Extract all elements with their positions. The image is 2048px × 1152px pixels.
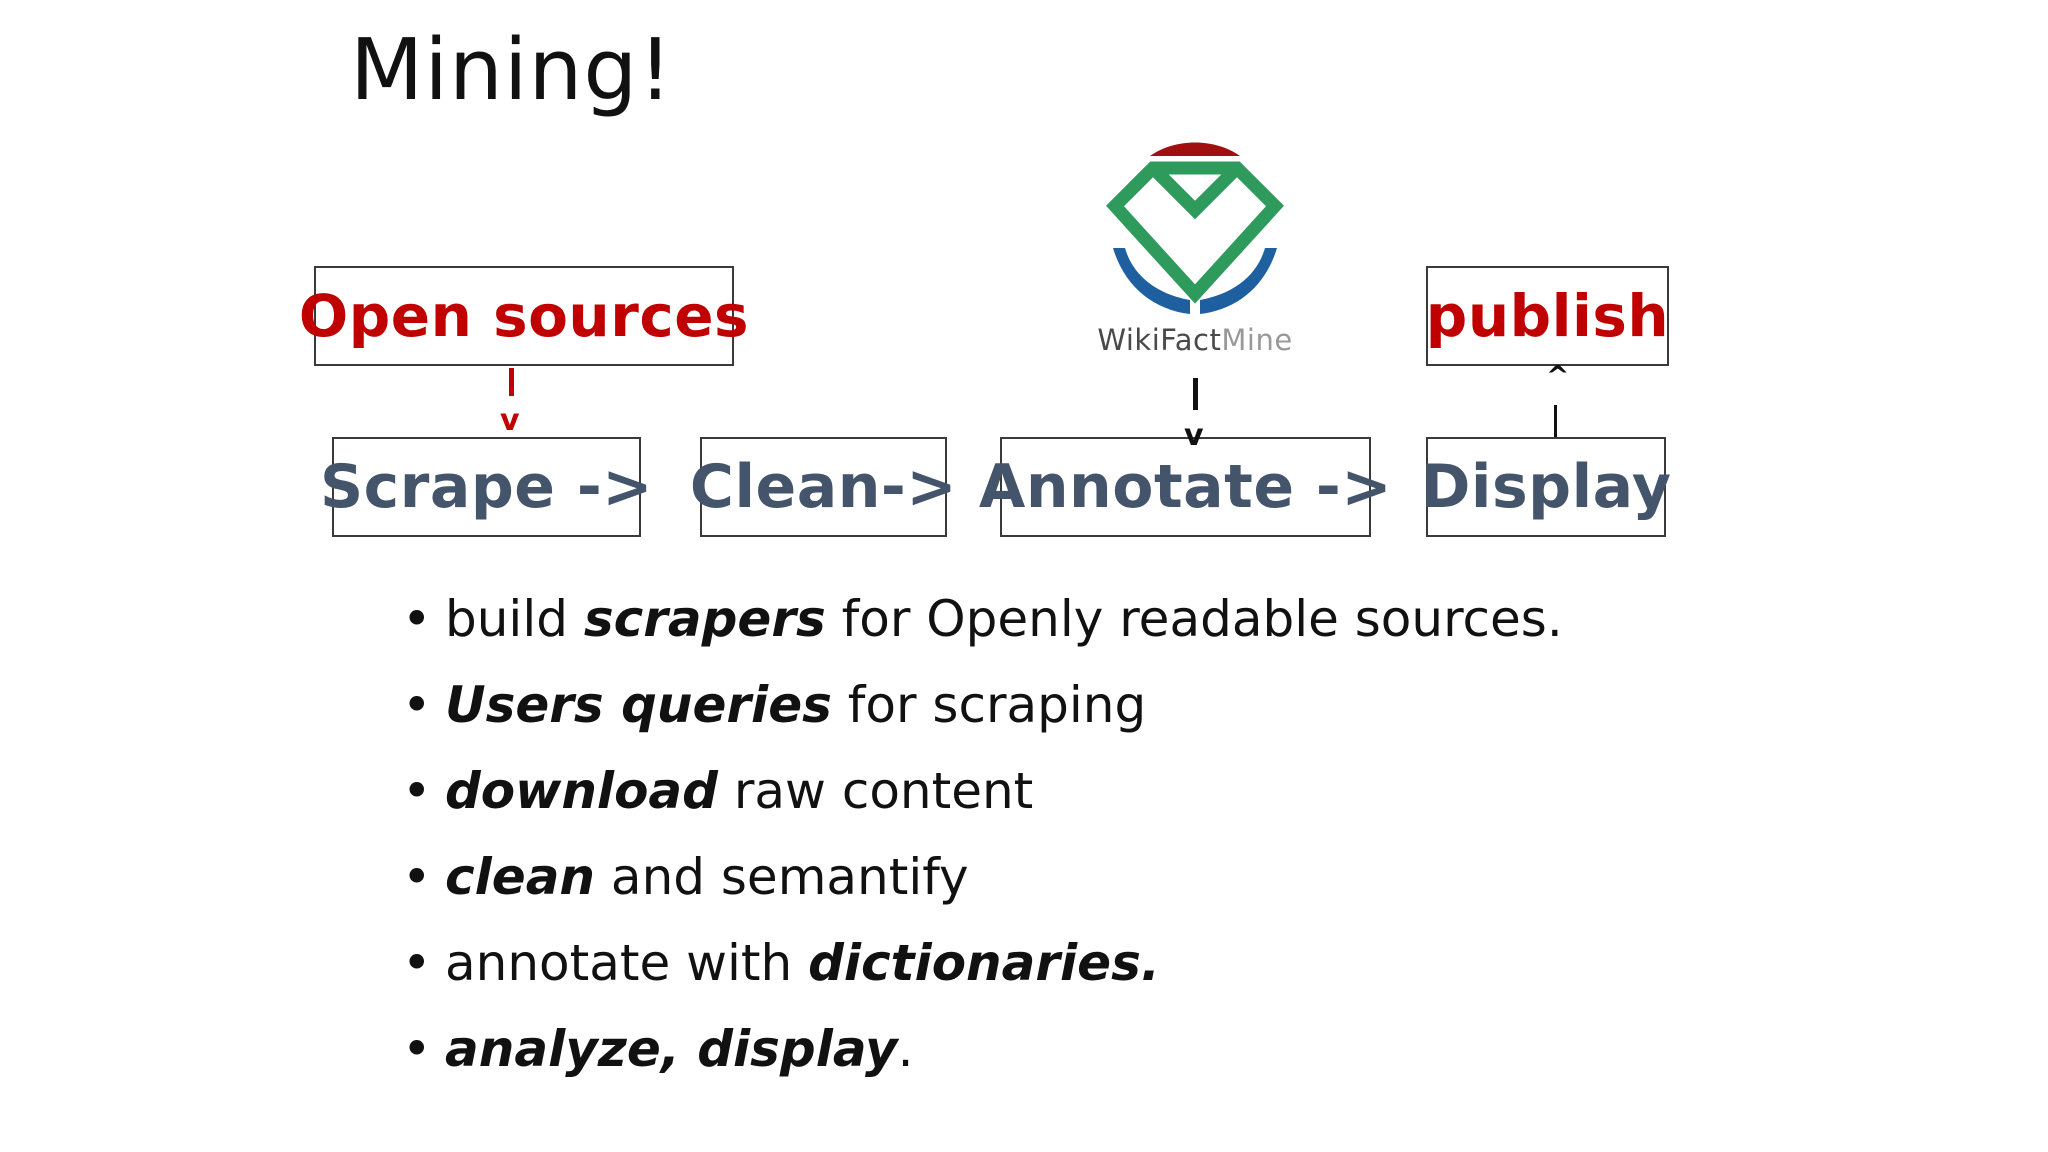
logo-arrow-head: v (1184, 418, 1204, 453)
bullet-dot: • (402, 762, 432, 820)
open-sources-arrow-head: v (500, 403, 520, 438)
display-box: Display (1421, 437, 1671, 537)
scrape-box: Scrape -> (320, 437, 653, 537)
logo-wordmark: WikiFactMine (1095, 323, 1295, 357)
logo-arrow-shaft (1193, 378, 1198, 410)
bullet-item: •clean and semantify (402, 841, 1563, 927)
wikifactmine-logo: WikiFactMine (1095, 138, 1295, 368)
wikifactmine-logo-icon (1106, 142, 1284, 314)
bullet-item: •Users queries for scraping (402, 669, 1563, 755)
display-arrow-head: ^ (1546, 359, 1570, 392)
annotate-box: Annotate -> (979, 437, 1392, 537)
bullet-item: •build scrapers for Openly readable sour… (402, 583, 1563, 669)
bullet-dot: • (402, 590, 432, 648)
bullet-dot: • (402, 934, 432, 992)
display-arrow-shaft (1554, 405, 1557, 437)
bullet-dot: • (402, 848, 432, 906)
logo-text-mine: Mine (1221, 323, 1293, 357)
bullet-item: •download raw content (402, 755, 1563, 841)
slide-title: Mining! (350, 21, 674, 120)
publish-box: publish (1426, 266, 1669, 366)
bullet-dot: • (402, 1020, 432, 1078)
bullet-item: •analyze, display. (402, 1013, 1563, 1099)
logo-text-wikifact: WikiFact (1097, 323, 1222, 357)
bullet-item: •annotate with dictionaries. (402, 927, 1563, 1013)
open-sources-arrow-shaft (509, 368, 514, 396)
clean-box: Clean-> (690, 437, 957, 537)
bullet-dot: • (402, 676, 432, 734)
open-sources-box: Open sources (299, 266, 749, 366)
bullet-list: •build scrapers for Openly readable sour… (402, 583, 1563, 1099)
